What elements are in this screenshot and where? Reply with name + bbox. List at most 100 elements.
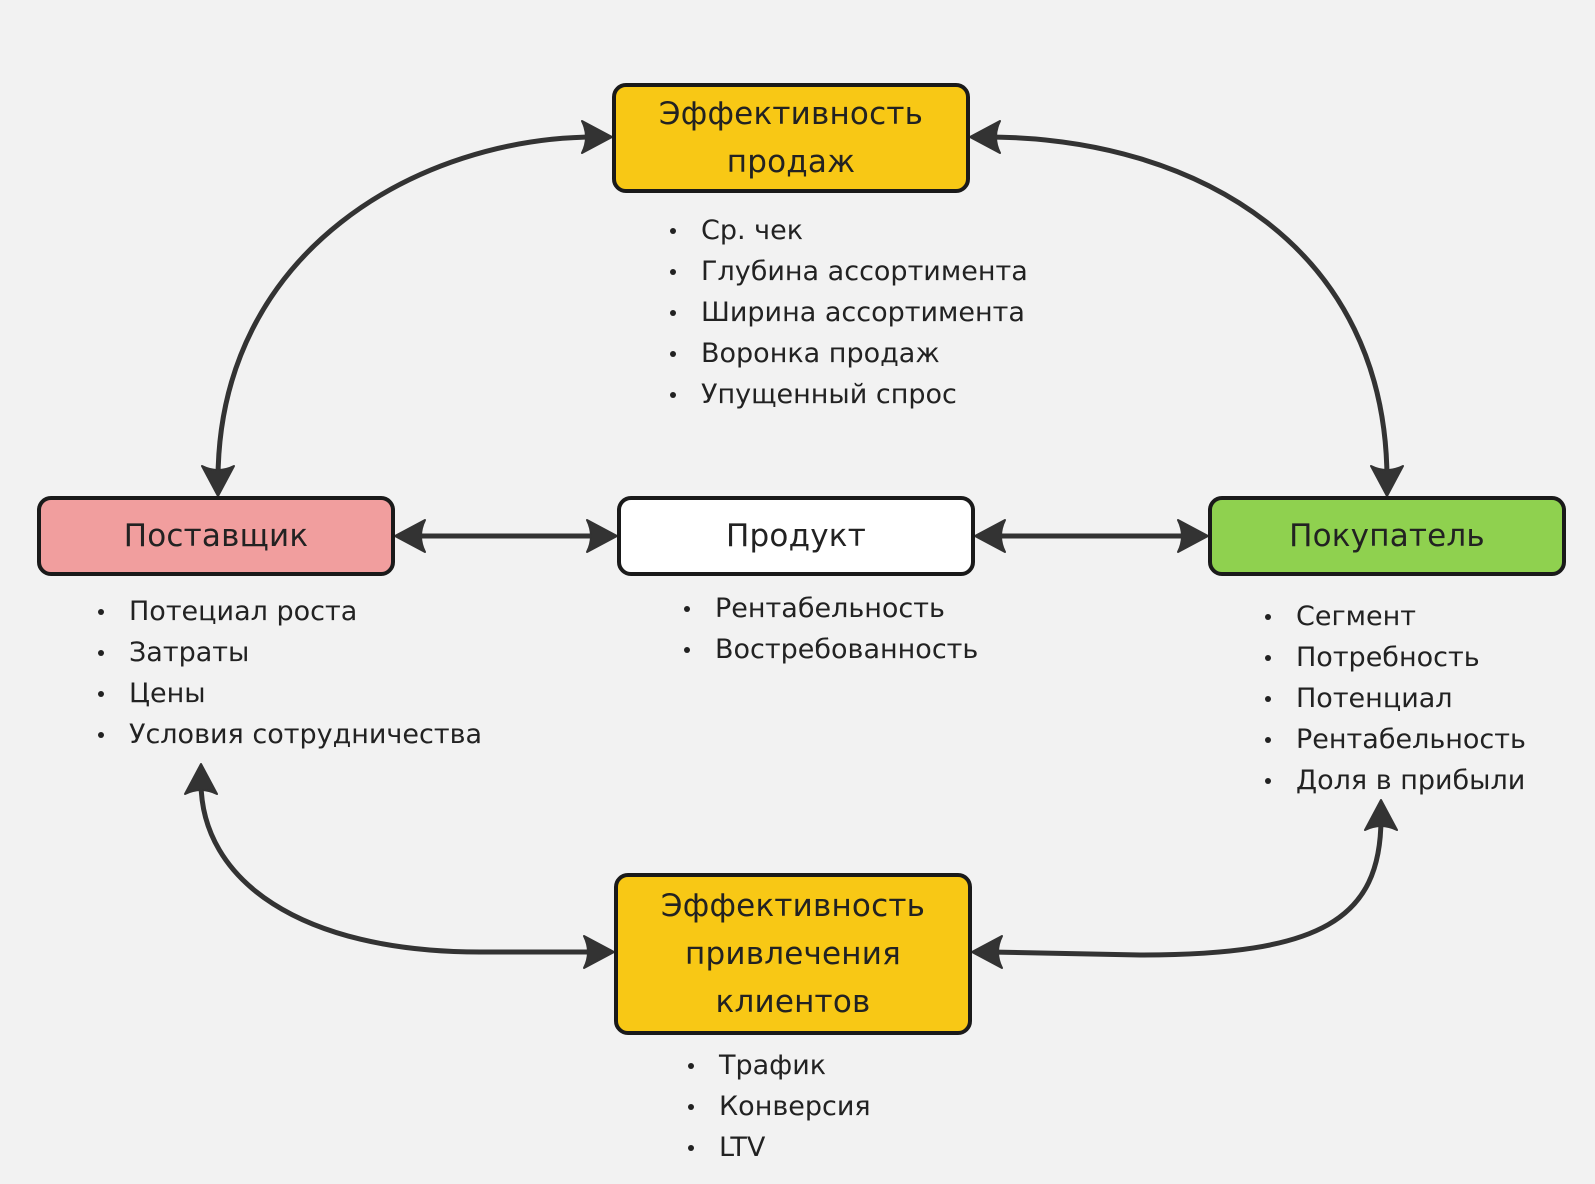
bullet-icon [688, 1104, 694, 1110]
connector-supplier-acquisition[interactable] [184, 763, 615, 969]
list-item: LTV [688, 1127, 871, 1168]
list-item-text: Доля в прибыли [1296, 765, 1526, 796]
list-item-text: Рентабельность [715, 593, 945, 624]
connector-line[interactable] [983, 134, 1390, 483]
list-item-text: Рентабельность [1296, 724, 1526, 755]
node-label-line: Покупатель [1289, 518, 1485, 554]
bullet-icon [670, 351, 676, 357]
product-metrics-list: Рентабельность Востребованность [684, 588, 978, 670]
list-item: Потенциал [1265, 678, 1526, 719]
list-item-text: Востребованность [715, 634, 979, 665]
arrowhead-icon [1370, 465, 1404, 497]
node-label-line: Эффективность [658, 96, 924, 132]
list-item-text: Воронка продаж [701, 338, 940, 369]
arrowhead-icon [974, 519, 1006, 553]
list-item: Потециал роста [98, 591, 482, 632]
list-item: Сегмент [1265, 596, 1526, 637]
list-item: Трафик [688, 1045, 871, 1086]
list-item-text: LTV [719, 1132, 766, 1163]
bullet-icon [1265, 778, 1271, 784]
bullet-icon [1265, 614, 1271, 620]
bullet-icon [684, 606, 690, 612]
list-item-text: Упущенный спрос [701, 379, 957, 410]
node-label-line: Продукт [726, 518, 866, 554]
bullet-icon [684, 647, 690, 653]
arrowhead-icon [969, 120, 1001, 154]
list-item-text: Трафик [719, 1050, 827, 1081]
node-label-line: клиентов [715, 984, 871, 1020]
list-item-text: Потенциал [1296, 683, 1453, 714]
arrowhead-icon [184, 763, 218, 795]
bullet-icon [1265, 696, 1271, 702]
node-sales-effectiveness[interactable]: Эффективность продаж [612, 83, 970, 193]
supplier-metrics-list: Потециал роста Затраты Цены Условия сотр… [98, 591, 482, 755]
node-product[interactable]: Продукт [617, 496, 975, 576]
node-buyer[interactable]: Покупатель [1208, 496, 1566, 576]
node-supplier[interactable]: Поставщик [37, 496, 395, 576]
acquisition-metrics-list: Трафик Конверсия LTV [688, 1045, 871, 1168]
bullet-icon [1265, 655, 1271, 661]
connector-sales-supplier[interactable] [201, 120, 613, 497]
connector-sales-buyer[interactable] [969, 120, 1404, 497]
list-item: Цены [98, 673, 482, 714]
connector-line[interactable] [198, 779, 601, 955]
arrowhead-icon [1177, 519, 1209, 553]
list-item: Конверсия [688, 1086, 871, 1127]
list-item-text: Затраты [129, 637, 250, 668]
arrowhead-icon [971, 935, 1003, 969]
list-item: Условия сотрудничества [98, 714, 482, 755]
connector-product-buyer[interactable] [974, 519, 1209, 553]
arrowhead-icon [1364, 799, 1398, 831]
connector-line[interactable] [987, 815, 1384, 958]
list-item: Упущенный спрос [670, 374, 1028, 415]
bullet-icon [670, 269, 676, 275]
list-item: Доля в прибыли [1265, 760, 1526, 801]
list-item-text: Ширина ассортимента [701, 297, 1025, 328]
list-item: Рентабельность [1265, 719, 1526, 760]
bullet-icon [670, 228, 676, 234]
list-item-text: Глубина ассортимента [701, 256, 1028, 287]
bullet-icon [688, 1145, 694, 1151]
list-item-text: Потециал роста [129, 596, 358, 627]
bullet-icon [98, 650, 104, 656]
list-item: Ср. чек [670, 210, 1028, 251]
node-label-line: привлечения [685, 936, 901, 972]
arrowhead-icon [586, 519, 618, 553]
node-label-line: Эффективность [660, 888, 926, 924]
bullet-icon [670, 310, 676, 316]
list-item-text: Потребность [1296, 642, 1480, 673]
list-item: Воронка продаж [670, 333, 1028, 374]
list-item-text: Сегмент [1296, 601, 1417, 632]
connector-buyer-acquisition[interactable] [971, 799, 1398, 969]
list-item: Востребованность [684, 629, 978, 670]
node-label-line: Поставщик [123, 518, 309, 554]
sales-effectiveness-metrics-list: Ср. чек Глубина ассортимента Ширина ассо… [670, 210, 1028, 415]
bullet-icon [670, 392, 676, 398]
bullet-icon [1265, 737, 1271, 743]
node-label: Поставщик [124, 512, 309, 560]
list-item: Глубина ассортимента [670, 251, 1028, 292]
bullet-icon [688, 1063, 694, 1069]
list-item: Затраты [98, 632, 482, 673]
arrowhead-icon [581, 120, 613, 154]
list-item-text: Конверсия [719, 1091, 871, 1122]
node-label: Продукт [726, 512, 866, 560]
node-label: Эффективность продаж [659, 90, 923, 186]
list-item-text: Ср. чек [701, 215, 804, 246]
connector-line[interactable] [215, 134, 599, 483]
arrowhead-icon [201, 465, 235, 497]
bullet-icon [98, 609, 104, 615]
node-label: Покупатель [1289, 512, 1485, 560]
bullet-icon [98, 691, 104, 697]
bullet-icon [98, 732, 104, 738]
node-label-line: продаж [726, 144, 856, 180]
buyer-metrics-list: Сегмент Потребность Потенциал Рентабельн… [1265, 596, 1526, 801]
connector-supplier-product[interactable] [394, 519, 618, 553]
list-item-text: Условия сотрудничества [129, 719, 483, 750]
node-acquisition-effectiveness[interactable]: Эффективность привлечения клиентов [614, 873, 972, 1035]
list-item: Потребность [1265, 637, 1526, 678]
arrowhead-icon [394, 519, 426, 553]
list-item-text: Цены [129, 678, 206, 709]
arrowhead-icon [583, 935, 615, 969]
